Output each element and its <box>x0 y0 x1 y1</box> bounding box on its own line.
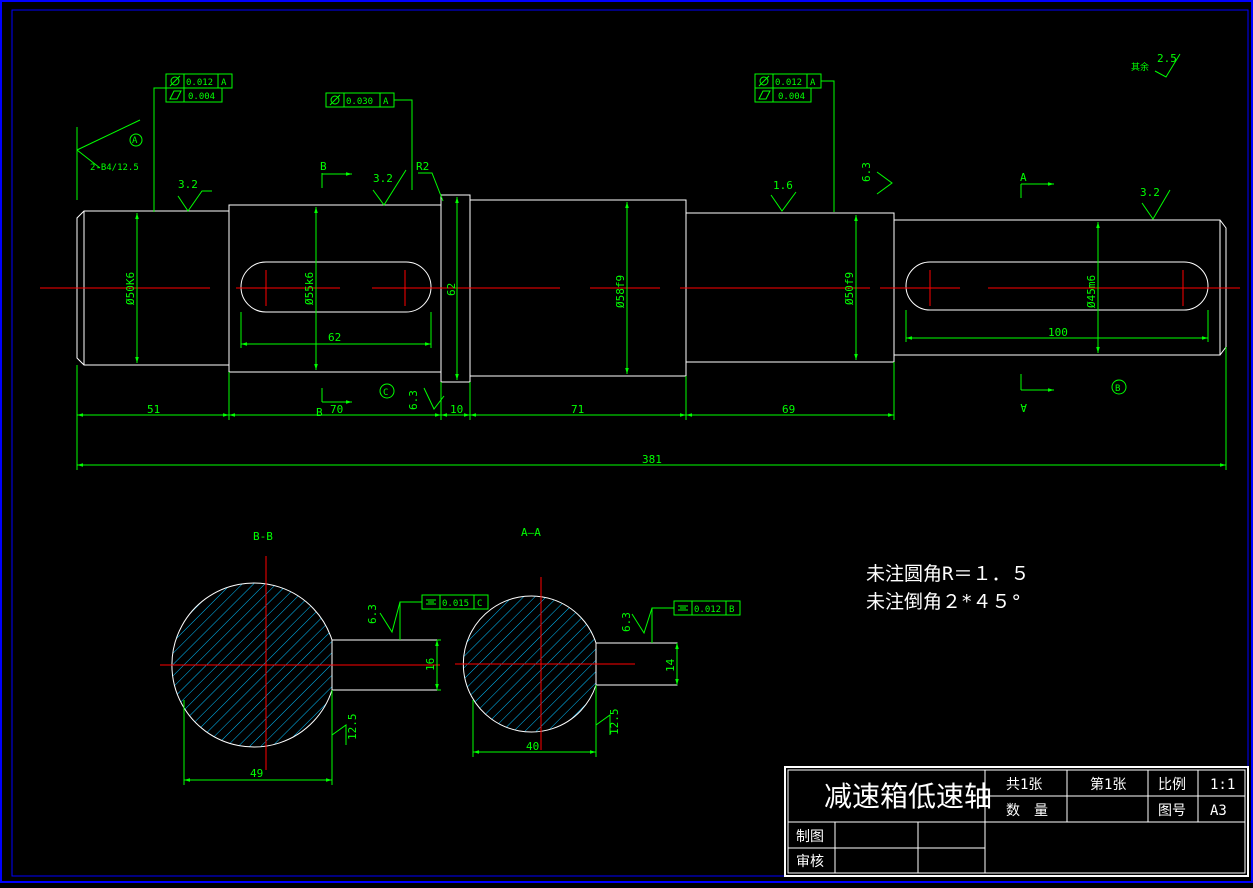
len-71: 71 <box>571 403 584 416</box>
title-scale-label: 比例 <box>1158 777 1186 793</box>
tolerance-symbols <box>169 75 771 106</box>
section-aa <box>455 577 678 750</box>
tol-rt-value: 0.012 <box>775 78 802 88</box>
section-a-bottom: A <box>1020 401 1027 414</box>
center-hole-note: 2-B4/12.5 <box>90 163 139 173</box>
datum-a-bubble: A <box>132 136 138 146</box>
rough-9: 6.3 <box>620 612 633 632</box>
centerlines <box>40 270 1240 306</box>
len-10: 10 <box>450 403 463 416</box>
rough-6: 6.3 <box>407 390 420 410</box>
len-total: 381 <box>642 453 662 466</box>
section-bb-title: B-B <box>253 530 273 543</box>
section-bb <box>160 556 440 770</box>
title-qty-label: 数 量 <box>1006 803 1048 819</box>
rough-8: 12.5 <box>346 714 359 741</box>
tol-lt-datum: A <box>221 78 227 88</box>
tol-aa-value: 0.012 <box>694 605 721 615</box>
rough-10: 12.5 <box>608 709 621 736</box>
title-drawn-by: 制图 <box>796 829 824 845</box>
keyway-dimensions <box>240 310 1209 348</box>
tol-lt-value: 0.012 <box>186 78 213 88</box>
tol-rt-datum: A <box>810 78 816 88</box>
len-70: 70 <box>330 403 343 416</box>
tol-aa-datum: B <box>729 605 734 615</box>
section-bb-dims <box>183 594 489 785</box>
datum-b-bubble: B <box>1115 384 1120 394</box>
rough-5: 3.2 <box>1140 186 1160 199</box>
title-block <box>784 766 1249 877</box>
dia-50f9: Ø50f9 <box>843 272 856 305</box>
dia-55k6: Ø55k6 <box>303 272 316 305</box>
title-drawing-no-label: 图号 <box>1158 803 1186 819</box>
dia-58f9: Ø58f9 <box>614 275 627 308</box>
note-chamfer: 未注倒角２*４５° <box>866 591 1022 613</box>
rough-general-prefix: 其余 <box>1131 61 1149 73</box>
tol-mid-datum: A <box>383 97 389 107</box>
rough-general-value: 2.5 <box>1157 52 1177 65</box>
dia-50k6: Ø50K6 <box>124 272 137 305</box>
rough-3: 1.6 <box>773 179 793 192</box>
title-drawing-no: A3 <box>1210 803 1227 819</box>
bb-width: 49 <box>250 767 263 780</box>
bb-depth: 16 <box>424 658 437 671</box>
title-part-name: 减速箱低速轴 <box>824 780 992 813</box>
section-b-bottom: B <box>316 406 323 419</box>
len-51: 51 <box>147 403 160 416</box>
fillet-r2: R2 <box>416 160 429 173</box>
tol-mid-value: 0.030 <box>346 97 373 107</box>
aa-depth: 14 <box>664 658 677 672</box>
length-dimensions <box>76 347 1227 470</box>
title-sheets-total: 共1张 <box>1006 777 1042 793</box>
tol-lt-value2: 0.004 <box>188 92 215 102</box>
section-markers <box>321 172 1127 404</box>
rough-4: 6.3 <box>860 162 873 182</box>
dia-45m6: Ø45m6 <box>1085 275 1098 308</box>
note-fillet: 未注圆角R＝１．５ <box>866 563 1029 585</box>
tol-bb-value: 0.015 <box>442 599 469 609</box>
dia-62: 62 <box>445 283 458 296</box>
center-hole-leader <box>76 119 143 200</box>
section-b-top: B <box>320 160 327 173</box>
datum-c-bubble: C <box>383 388 388 398</box>
section-aa-title: A—A <box>521 526 541 539</box>
tolerance-frames <box>153 73 835 212</box>
key-left-length: 62 <box>328 331 341 344</box>
inner-border <box>11 9 1249 877</box>
len-69: 69 <box>782 403 795 416</box>
roughness-symbols <box>177 53 1181 410</box>
key-right-length: 100 <box>1048 326 1068 339</box>
title-scale: 1:1 <box>1210 777 1235 793</box>
title-sheet-no: 第1张 <box>1090 776 1126 793</box>
rough-7: 6.3 <box>366 604 379 624</box>
aa-width: 40 <box>526 740 539 753</box>
section-a-top: A <box>1020 171 1027 184</box>
diameter-dimensions <box>135 197 1100 380</box>
rough-1: 3.2 <box>178 178 198 191</box>
title-checked-by: 审核 <box>796 854 824 870</box>
rough-2: 3.2 <box>373 172 393 185</box>
tol-rt-value2: 0.004 <box>778 92 805 102</box>
section-aa-dims <box>472 600 741 757</box>
tol-bb-datum: C <box>477 599 482 609</box>
